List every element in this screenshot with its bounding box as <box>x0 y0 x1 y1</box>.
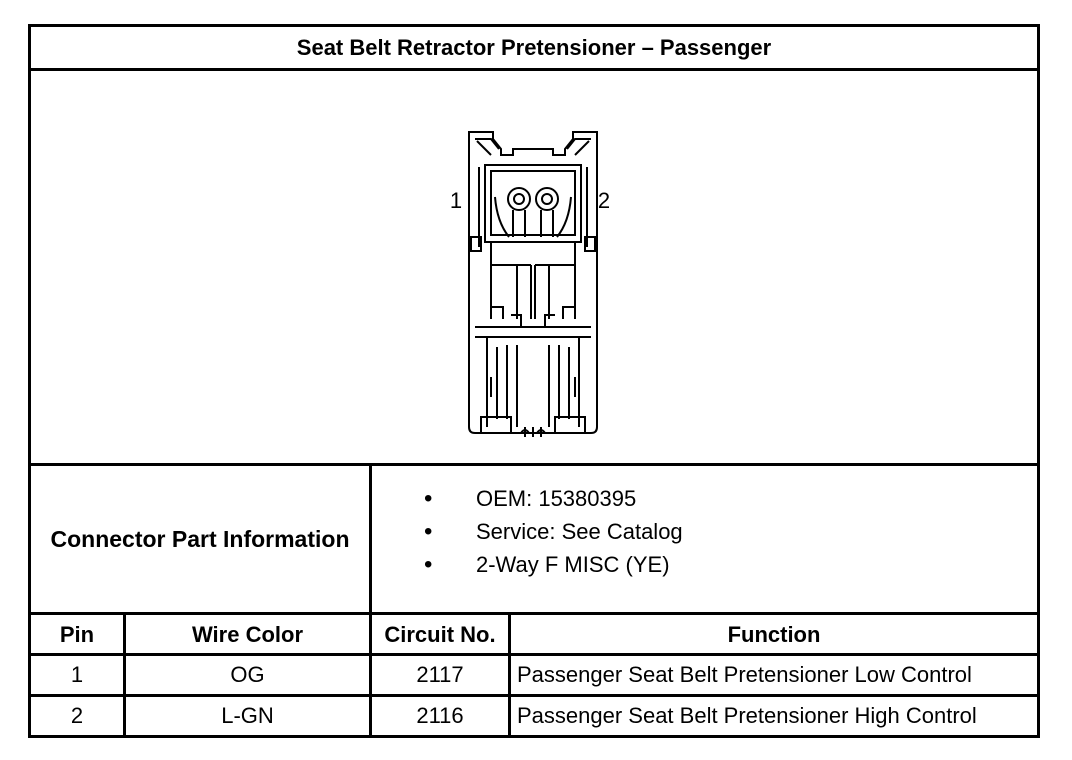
housing-outline <box>468 131 598 434</box>
row1-circuit: 2117 <box>416 662 464 687</box>
row1-wire-color: OG <box>230 662 265 687</box>
pin-label-2: 2 <box>597 188 611 213</box>
connector-info-list: OEM: 15380395 Service: See Catalog 2-Way… <box>422 482 683 581</box>
pin-label-1: 1 <box>449 188 463 213</box>
row2-wire-color: L-GN <box>221 703 274 728</box>
connector-info-item: 2-Way F MISC (YE) <box>422 548 683 581</box>
header-circuit: Circuit No. <box>384 621 496 647</box>
row1-function: Passenger Seat Belt Pretensioner Low Con… <box>517 662 972 687</box>
header-function: Function <box>727 621 821 647</box>
connector-info-item: OEM: 15380395 <box>422 482 683 515</box>
connector-info-label: Connector Part Information <box>50 525 350 552</box>
connector-diagram <box>468 131 598 437</box>
row2-function: Passenger Seat Belt Pretensioner High Co… <box>517 703 977 728</box>
divider <box>369 464 372 614</box>
divider <box>123 613 126 737</box>
header-pin: Pin <box>59 621 95 647</box>
row2-circuit: 2116 <box>416 703 464 728</box>
divider <box>31 68 1037 71</box>
header-wire-color: Wire Color <box>191 621 304 647</box>
row2-pin: 2 <box>70 703 84 728</box>
divider <box>31 694 1037 697</box>
connector-info-item: Service: See Catalog <box>422 515 683 548</box>
divider <box>31 612 1037 615</box>
page-title: Seat Belt Retractor Pretensioner – Passe… <box>296 35 772 60</box>
divider <box>508 613 511 737</box>
terminal-1 <box>507 187 531 211</box>
divider <box>31 653 1037 656</box>
row1-pin: 1 <box>70 662 84 687</box>
divider <box>31 463 1037 466</box>
terminal-2 <box>535 187 559 211</box>
divider <box>369 613 372 737</box>
connector-sheet: Seat Belt Retractor Pretensioner – Passe… <box>28 24 1040 738</box>
